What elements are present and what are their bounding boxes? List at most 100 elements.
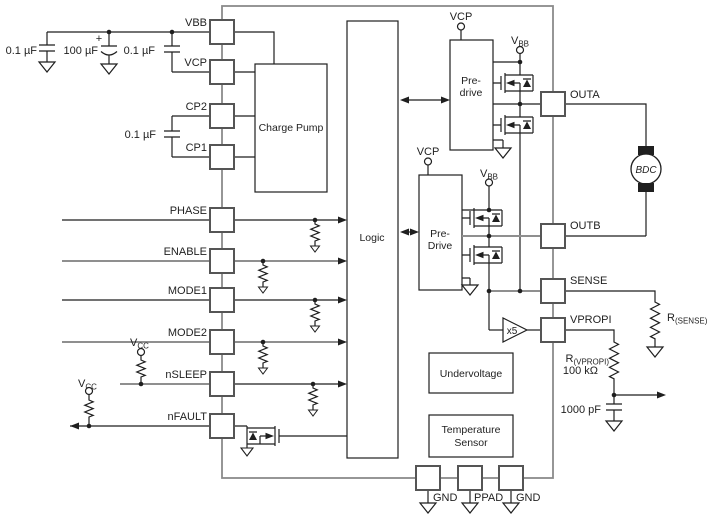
arrowhead-icon	[400, 96, 409, 104]
pulldown-resistor-icon	[258, 262, 268, 285]
arrowhead-icon	[338, 380, 347, 388]
capacitor-icon	[164, 115, 210, 158]
wire	[462, 277, 471, 285]
vbb-net-label: VBB	[511, 35, 529, 49]
capacitor-icon	[164, 32, 210, 73]
junction-dot	[517, 101, 523, 107]
pulldown-resistor-icon	[258, 343, 268, 366]
pin-nfault-label: nFAULT	[167, 411, 207, 423]
pullup-resistor-icon	[136, 357, 146, 380]
pin-outb-label: OUTB	[570, 220, 601, 232]
junction-dot	[260, 339, 266, 345]
undervoltage-block	[428, 352, 514, 394]
pin-vbb	[209, 19, 235, 45]
arrowhead-icon	[410, 228, 419, 236]
arrowhead-icon	[441, 96, 450, 104]
half-bridge-a: VCP VBB	[450, 11, 541, 291]
wire	[493, 91, 541, 117]
ground-icon	[494, 147, 512, 159]
low-side-mosfet-icon	[461, 244, 503, 266]
pin-vpropi	[540, 317, 566, 343]
charge-pump-label: Charge Pump	[259, 122, 324, 134]
wire	[565, 192, 647, 237]
junction-dot	[138, 381, 144, 387]
pin-nsleep-label: nSLEEP	[165, 369, 207, 381]
polarized-capacitor-icon	[100, 32, 118, 64]
ground-icon	[310, 325, 320, 333]
charge-pump-wires	[234, 31, 275, 158]
motor-label: BDC	[635, 165, 657, 176]
cap-value-label: 0.1 µF	[6, 45, 38, 57]
sense-resistor-icon	[649, 298, 661, 342]
vbb-terminal-icon	[515, 45, 525, 55]
ground-icon	[310, 245, 320, 253]
vbb-terminal-icon	[484, 178, 494, 187]
cap-value-label: 0.1 µF	[125, 129, 157, 141]
pin-mode2	[209, 329, 235, 355]
pin-sense	[540, 278, 566, 304]
vbb-net-label: VBB	[480, 168, 498, 182]
arrowhead-icon	[657, 391, 666, 399]
predrive-a-label-2: drive	[460, 87, 483, 99]
ground-icon	[461, 502, 479, 514]
pin-gnd-right	[498, 465, 524, 491]
sense-amp-net: x5	[486, 288, 541, 343]
vcp-net-label: VCP	[417, 146, 440, 158]
vcc-label: VCC	[78, 378, 97, 392]
ground-icon	[502, 502, 520, 514]
predrive-b-block	[418, 174, 463, 291]
pin-outb	[540, 223, 566, 249]
arrowhead-icon	[338, 338, 347, 346]
wire	[462, 186, 490, 211]
pin-gnd-right-label: GND	[516, 492, 541, 504]
junction-dot	[517, 288, 523, 294]
junction-dot	[106, 29, 112, 35]
vcp-terminal-icon	[423, 157, 433, 166]
wire	[565, 103, 647, 146]
predrive-b-label-1: Pre-	[430, 228, 450, 240]
logic-block	[346, 20, 399, 459]
wire	[234, 425, 248, 428]
x5-amplifier	[502, 317, 529, 343]
arrowhead-icon	[338, 216, 347, 224]
pulldown-resistor-icon	[308, 385, 318, 408]
junction-dot	[310, 381, 316, 387]
vcc-label: VCC	[130, 337, 149, 351]
pin-vcp-label: VCP	[184, 57, 207, 69]
nsleep-net: VCC	[120, 337, 347, 417]
mode1-net	[62, 296, 347, 333]
temperature-sensor-block	[428, 414, 514, 458]
junction-dot	[486, 233, 492, 239]
ground-icon	[605, 420, 623, 432]
arrowhead-icon	[400, 228, 409, 236]
pin-enable	[209, 248, 235, 274]
vcp-net-label: VCP	[450, 11, 473, 23]
pin-gnd-left	[415, 465, 441, 491]
pin-ppad	[457, 465, 483, 491]
predrive-a-label-1: Pre-	[461, 75, 481, 87]
charge-pump-cap-network: 0.1 µF	[125, 115, 210, 158]
ground-icon	[646, 346, 664, 358]
pin-cp1-label: CP1	[186, 142, 207, 154]
rvpropi-value-label: 100 kΩ	[563, 365, 598, 377]
nfault-net: VCC	[70, 378, 347, 457]
wire	[493, 139, 504, 148]
vcc-terminal-icon	[136, 347, 146, 357]
vpropi-resistor-icon	[608, 338, 620, 382]
arrowhead-icon	[338, 296, 347, 304]
capacitor-icon	[606, 395, 622, 421]
junction-dot	[486, 288, 492, 294]
junction-dot	[169, 29, 175, 35]
low-side-mosfet-icon	[492, 114, 534, 136]
cap-value-label: 100 µF	[64, 45, 99, 57]
mode2-net	[62, 338, 347, 375]
ground-icon	[258, 286, 268, 294]
phase-net	[62, 216, 347, 253]
vcc-terminal-icon	[84, 386, 94, 396]
junction-dot	[517, 59, 523, 65]
arrowhead-icon	[70, 422, 79, 430]
rvpropi-label: R(VPROPI)	[565, 353, 609, 367]
charge-pump-block	[254, 63, 328, 193]
pin-outa-label: OUTA	[570, 89, 600, 101]
open-drain-mosfet-icon	[246, 425, 288, 447]
